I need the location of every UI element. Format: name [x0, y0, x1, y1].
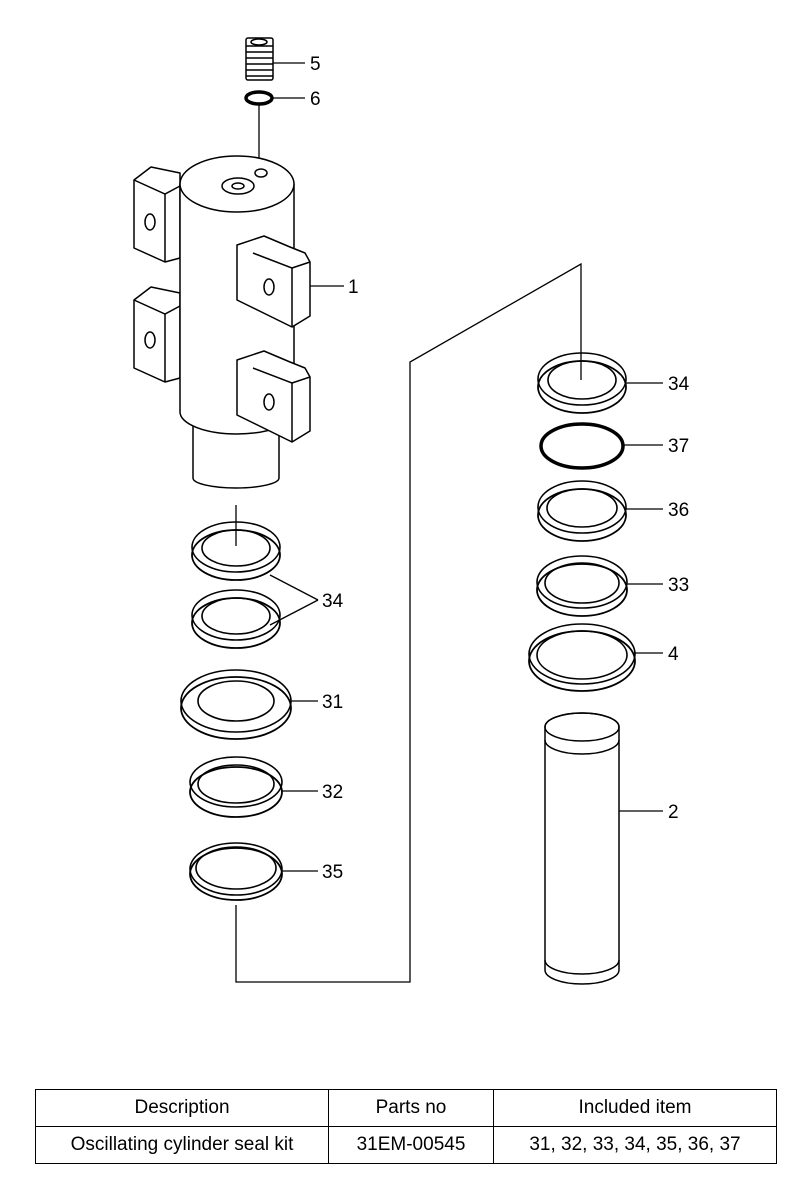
part-31-ring — [180, 669, 292, 740]
callout-35: 35 — [322, 862, 343, 883]
part-35-ring — [189, 842, 283, 901]
seal-kit-table: Description Parts no Included item Oscil… — [35, 1089, 777, 1164]
cell-description: Oscillating cylinder seal kit — [35, 1126, 329, 1164]
callout-32: 32 — [322, 782, 343, 803]
part-34-ring-left-upper — [191, 521, 281, 581]
callout-36: 36 — [668, 500, 689, 521]
callout-34-right: 34 — [668, 374, 690, 395]
part-6-o-ring — [244, 90, 274, 106]
callout-37: 37 — [668, 436, 689, 457]
part-37-o-ring — [539, 422, 625, 470]
callout-6: 6 — [310, 89, 321, 110]
part-1-cylinder-body — [133, 155, 311, 489]
callout-31: 31 — [322, 692, 343, 713]
callout-2: 2 — [668, 802, 679, 823]
part-5-grease-nipple — [245, 37, 274, 81]
leader-lines — [269, 62, 663, 872]
callout-34-left: 34 — [322, 591, 344, 612]
part-34-ring-left-lower — [191, 589, 281, 649]
header-included-item: Included item — [493, 1089, 777, 1127]
callout-1: 1 — [348, 277, 359, 298]
part-34-ring-right — [537, 352, 627, 414]
table-row: Oscillating cylinder seal kit 31EM-00545… — [35, 1126, 777, 1164]
parts-exploded-diagram: 5 6 1 34 31 32 35 34 37 36 33 4 2 — [133, 37, 690, 985]
part-33-ring — [536, 555, 628, 617]
part-2-pin — [544, 712, 620, 985]
header-parts-no: Parts no — [328, 1089, 494, 1127]
part-4-ring — [528, 623, 636, 692]
callout-4: 4 — [668, 644, 679, 665]
header-description: Description — [35, 1089, 329, 1127]
cell-parts-no: 31EM-00545 — [328, 1126, 494, 1164]
table-header-row: Description Parts no Included item — [35, 1089, 777, 1127]
assembly-connector-line — [235, 262, 582, 983]
part-36-ring — [537, 480, 627, 542]
callout-33: 33 — [668, 575, 689, 596]
cell-included-item: 31, 32, 33, 34, 35, 36, 37 — [493, 1126, 777, 1164]
callout-5: 5 — [310, 54, 321, 75]
part-32-ring — [189, 756, 283, 818]
